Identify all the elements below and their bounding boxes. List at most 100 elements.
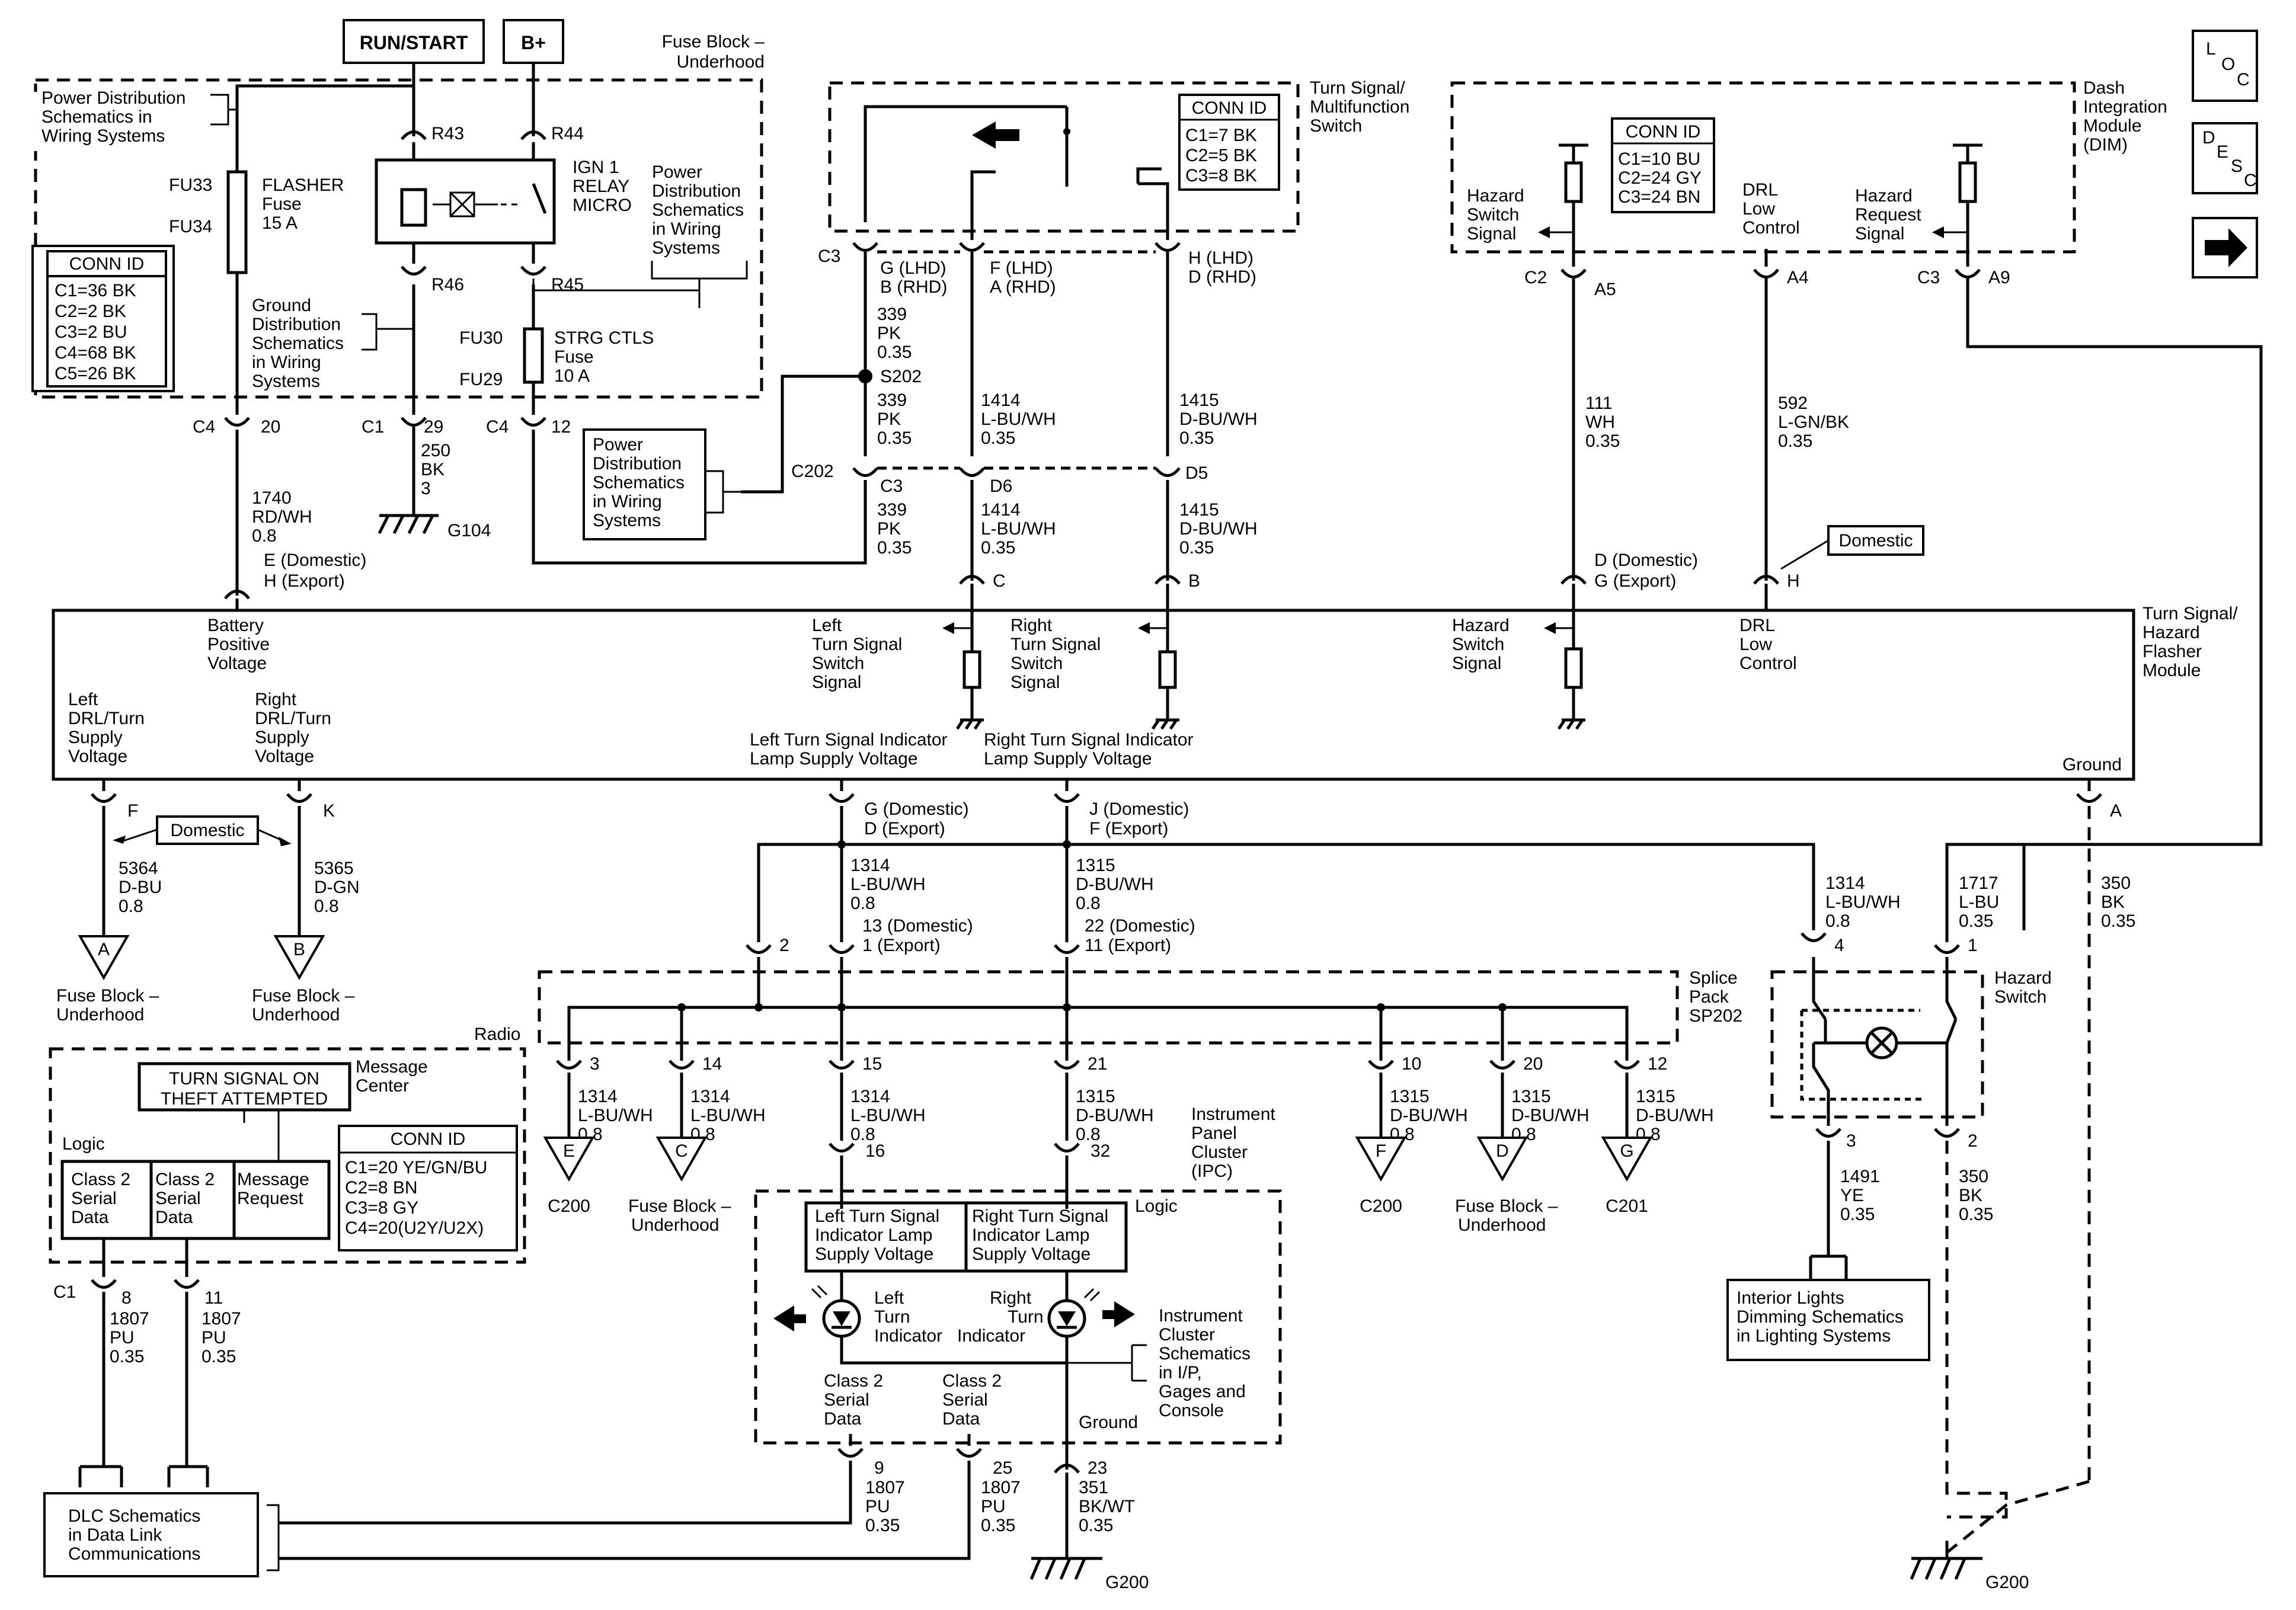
sw2-3: 0.8 <box>850 1125 875 1144</box>
dim-hazard-3: Signal <box>1467 224 1516 244</box>
mod-drl-3: Control <box>1739 654 1797 673</box>
pin22-1: 22 (Domestic) <box>1085 916 1195 936</box>
interior-3: in Lighting Systems <box>1737 1326 1891 1346</box>
right-ts-2: Turn Signal <box>1011 635 1101 654</box>
pin-g-1: G (Domestic) <box>864 799 969 819</box>
fuse-block-title-2: Underhood <box>677 52 765 72</box>
left-ts-3: Switch <box>812 654 864 673</box>
fb-a-2: Underhood <box>56 1005 144 1025</box>
mc-pin8: 8 <box>121 1288 132 1308</box>
tri-b: B <box>293 940 305 959</box>
wire-592-1: 592 <box>1778 393 1808 413</box>
ipc-right-1: Right Turn Signal <box>972 1206 1108 1226</box>
c200-b: C200 <box>1360 1196 1402 1216</box>
loc-button[interactable]: L O C <box>2192 30 2258 102</box>
wire-1314r-3: 0.8 <box>1825 911 1850 931</box>
mod-drl-1: DRL <box>1739 616 1775 635</box>
wire-1491-3: 0.35 <box>1840 1205 1875 1224</box>
wire-111-2: WH <box>1585 412 1615 432</box>
c200-a: C200 <box>548 1196 590 1216</box>
connector-c-triangle <box>655 1137 708 1182</box>
fu30-label: FU30 <box>459 328 503 348</box>
fb-pin-c4b: C4 <box>486 417 509 437</box>
connector-b-triangle <box>273 935 325 981</box>
wire-1415a-1: 1415 <box>1179 391 1219 410</box>
dim-pin-d-2: G (Export) <box>1594 571 1676 591</box>
fb-pin-29: 29 <box>424 417 443 437</box>
ipc-left-3: Supply Voltage <box>815 1244 933 1264</box>
switch-pin-c3: C3 <box>818 247 840 266</box>
tri-d: D <box>1496 1141 1509 1161</box>
wire-5365-3: 0.8 <box>314 897 339 916</box>
sw5-1: 1315 <box>1511 1087 1551 1106</box>
desc-letter-d: D <box>2202 128 2215 148</box>
wire-350b-2: BK <box>1959 1186 1982 1205</box>
connector-e-triangle <box>543 1137 595 1182</box>
ic-schem-6: Console <box>1159 1401 1224 1420</box>
wire-1315a-3: 0.8 <box>1076 894 1101 913</box>
c202-d6: D6 <box>990 476 1012 496</box>
r43-label: R43 <box>431 124 464 143</box>
wire-339a-1: 339 <box>877 305 907 324</box>
pin25: 25 <box>993 1458 1012 1478</box>
c202-d5: D5 <box>1185 463 1208 483</box>
wire-1314a-2: L-BU/WH <box>850 875 926 894</box>
right-ts-4: Signal <box>1011 673 1060 692</box>
sw5-2: D-BU/WH <box>1511 1106 1590 1125</box>
battery-2: Positive <box>207 635 270 654</box>
desc-button[interactable]: D E S C <box>2192 122 2258 194</box>
dim-title-2: Integration <box>2083 97 2167 117</box>
radio-label: Radio <box>474 1025 520 1044</box>
pin-j-1: J (Domestic) <box>1089 799 1189 819</box>
ipc-logic: Logic <box>1135 1196 1178 1216</box>
hazard-switch-outline <box>1770 970 1984 1119</box>
domestic-tag-drl <box>156 815 259 845</box>
wire-5364-2: D-BU <box>119 878 162 897</box>
wire-351-3: 0.35 <box>1079 1516 1113 1535</box>
ic-schem-5: Gages and <box>1159 1382 1246 1401</box>
dim-title-3: Module <box>2083 116 2141 136</box>
sp-pin-14: 14 <box>702 1054 722 1074</box>
fb-d-2: Underhood <box>1458 1215 1546 1235</box>
connector-g-triangle <box>1601 1137 1653 1182</box>
wire-592-3: 0.35 <box>1778 431 1812 451</box>
fb-pin-c1: C1 <box>362 417 384 437</box>
ipc-ground: Ground <box>1079 1413 1138 1432</box>
mc-1807a-3: 0.35 <box>110 1347 144 1366</box>
dim-conn-2: C2=24 GY <box>1618 168 1702 188</box>
left-ind-1: Left <box>874 1288 904 1308</box>
fb-c-2: Underhood <box>631 1215 719 1235</box>
ipc-1807a-2: PU <box>865 1497 890 1516</box>
ground-dist-3: Schematics <box>252 334 344 353</box>
ipc-class2a-1: Class 2 <box>824 1371 883 1391</box>
dim-hazard-1: Hazard <box>1467 186 1524 206</box>
fuse-conn-4: C4=68 BK <box>55 343 136 363</box>
wire-351-1: 351 <box>1079 1478 1108 1497</box>
ground-dist-5: Systems <box>252 372 320 391</box>
wire-350a-1: 350 <box>2101 873 2131 893</box>
left-turn-indicator-led-icon <box>811 1285 861 1338</box>
strg-label-1: STRG CTLS <box>554 328 654 348</box>
next-page-button[interactable] <box>2192 217 2258 279</box>
module-title-2: Hazard <box>2142 623 2200 642</box>
tri-e: E <box>563 1141 575 1161</box>
sw0-1: 1314 <box>578 1087 618 1106</box>
pin2: 2 <box>779 936 789 955</box>
wire-351-2: BK/WT <box>1079 1497 1135 1516</box>
sw2-1: 1314 <box>850 1087 890 1106</box>
module-title-1: Turn Signal/ <box>2142 604 2238 623</box>
sp-pin-20: 20 <box>1523 1054 1543 1074</box>
pin23: 23 <box>1088 1458 1107 1478</box>
battery-3: Voltage <box>207 654 267 673</box>
bplus-label: B+ <box>521 32 546 53</box>
relay-label-2: RELAY <box>573 177 629 196</box>
message-center-outline <box>49 1047 526 1264</box>
wire-1414a-2: L-BU/WH <box>981 409 1056 429</box>
domestic-drl: Domestic <box>170 821 244 840</box>
fb-a-1: Fuse Block – <box>56 986 159 1006</box>
flasher-module-box <box>52 609 2135 781</box>
relay-label-3: MICRO <box>573 196 632 215</box>
ground-g200-right-icon <box>1910 1541 1982 1580</box>
g104-label: G104 <box>447 521 491 540</box>
run-start-label: RUN/START <box>360 32 468 53</box>
